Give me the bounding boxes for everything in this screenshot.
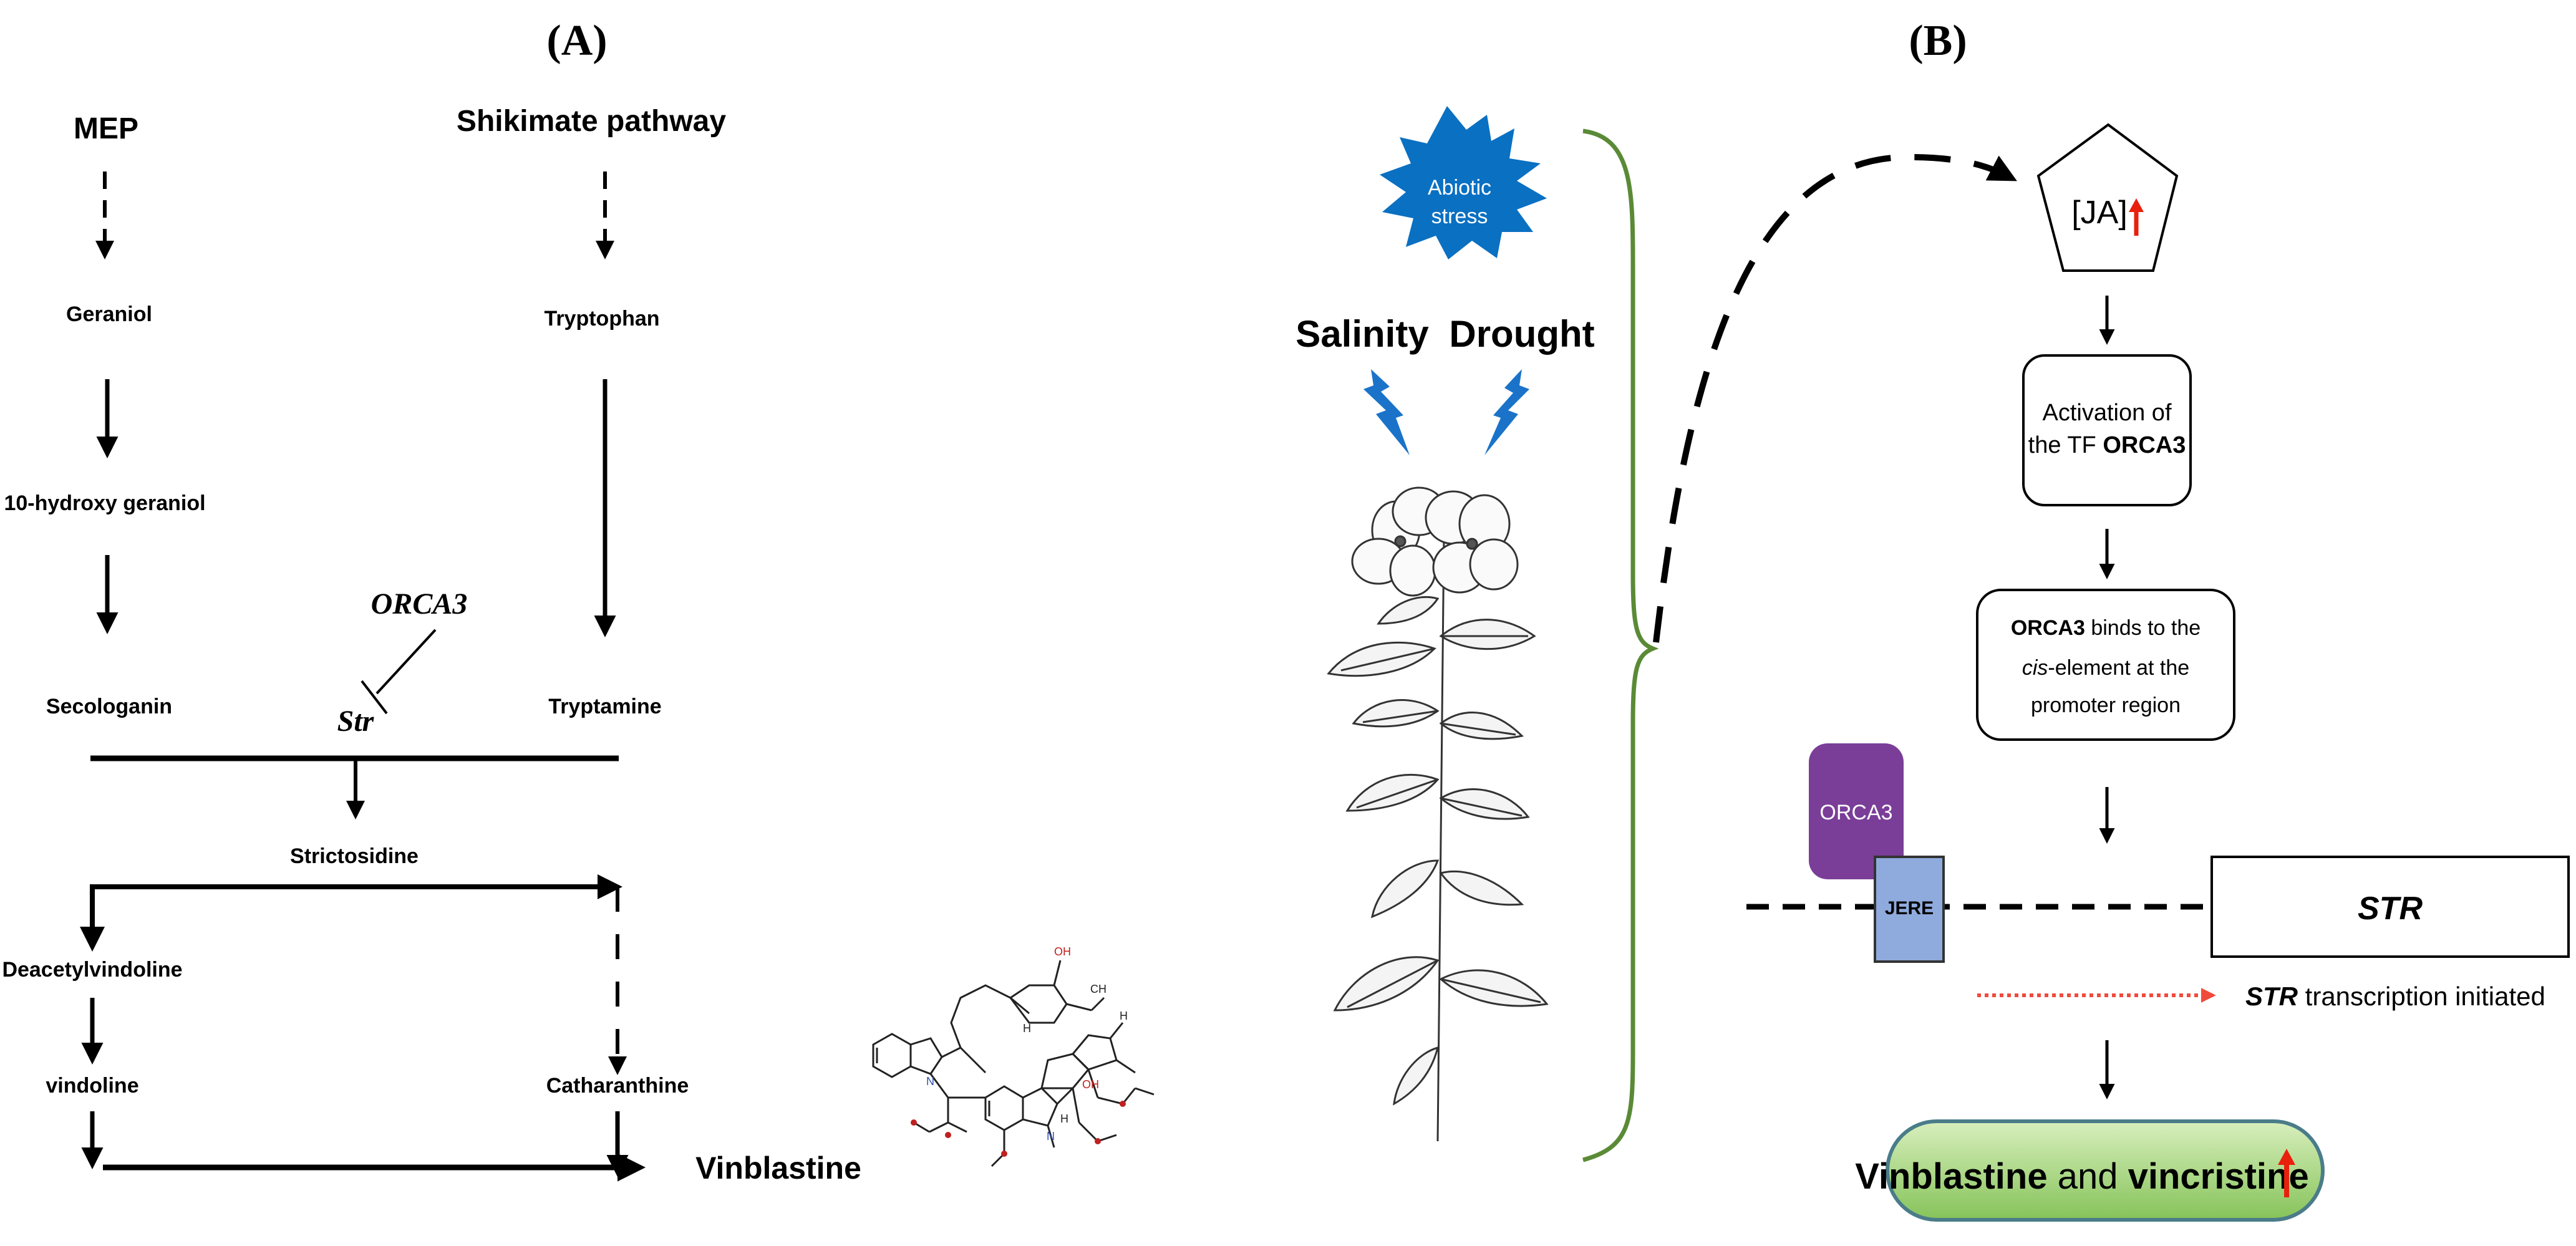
binding-line1: ORCA3 binds to the	[2011, 616, 2201, 640]
atom-ch3-top: CH	[1090, 983, 1106, 995]
vinblastine-structure	[872, 960, 1155, 1167]
panel-b: (B) Abiotic stress Salinity Drought	[1295, 17, 2570, 1222]
tryptamine-label: Tryptamine	[548, 695, 661, 718]
transcription-label: STR transcription initiated	[2245, 982, 2545, 1011]
panel-a-label: (A)	[546, 17, 607, 65]
catharanthine-label: Catharanthine	[546, 1074, 689, 1098]
geraniol-label: Geraniol	[66, 302, 152, 326]
atom-o-3	[1001, 1151, 1007, 1157]
panel-a: (A) MEP Shikimate pathway Geraniol Trypt…	[2, 17, 1155, 1186]
transcription-label-bold: STR	[2245, 982, 2298, 1011]
atom-o-4	[1120, 1101, 1126, 1107]
vinblastine-label: Vinblastine	[695, 1151, 861, 1186]
atom-nh: N	[926, 1075, 934, 1088]
catharanthus-plant-illustration	[1327, 486, 1549, 1142]
panel-b-label: (B)	[1909, 17, 1967, 65]
atom-oh-mid: OH	[1082, 1078, 1099, 1091]
atom-o-1	[911, 1119, 917, 1126]
activation-box	[2022, 354, 2192, 506]
transcription-label-rest: transcription initiated	[2298, 982, 2545, 1011]
orca3-inhibition-bar	[361, 680, 388, 715]
atom-o-2	[945, 1132, 951, 1138]
hydroxy-geraniol-label: 10-hydroxy geraniol	[4, 491, 205, 515]
drought-lightning-icon	[1484, 369, 1529, 455]
final-increase-arrow-icon	[2278, 1149, 2295, 1197]
str-gene-box	[2210, 856, 2570, 958]
final-product-mid: and	[2048, 1156, 2128, 1197]
activation-line2-bold: ORCA3	[2103, 432, 2186, 458]
vinblastine-atom-labels: OH CH N H H OH N H	[911, 945, 1128, 1157]
strictosidine-label: Strictosidine	[290, 844, 419, 868]
binding-box	[1976, 589, 2235, 741]
secologanin-label: Secologanin	[46, 695, 172, 718]
orca3-inhibition-line	[375, 629, 437, 695]
jere-element	[1874, 856, 1945, 963]
tryptophan-label: Tryptophan	[544, 307, 659, 331]
green-brace	[1582, 128, 1659, 1162]
str-gene-label: STR	[2358, 891, 2423, 927]
final-product-bold1: Vinblastine	[1855, 1156, 2047, 1197]
ja-increase-arrow-icon	[2129, 198, 2144, 236]
shikimate-label: Shikimate pathway	[457, 105, 726, 138]
dashed-arrow-stress-to-ja	[1653, 153, 2017, 643]
activation-line2: the TF ORCA3	[2028, 432, 2186, 458]
final-product-pill	[1886, 1119, 2325, 1222]
atom-oh-top: OH	[1054, 945, 1071, 958]
abiotic-stress-star	[1380, 106, 1547, 259]
arrow-strictosidine-branch	[90, 874, 622, 942]
atom-h-top: H	[1023, 1022, 1031, 1035]
str-enzyme-label: Str	[337, 705, 375, 738]
ja-label: [JA]	[2071, 195, 2128, 231]
activation-line2-prefix: the TF	[2028, 432, 2103, 458]
atom-h-bottom: H	[1060, 1113, 1068, 1125]
binding-line1-bold: ORCA3	[2011, 616, 2085, 640]
deacetylvindoline-label: Deacetylvindoline	[2, 958, 182, 982]
final-product-bold2: vincristine	[2128, 1156, 2309, 1197]
final-product-label: Vinblastine and vincristine	[1855, 1156, 2308, 1197]
salinity-lightning-icon	[1363, 369, 1410, 455]
salinity-label: Salinity	[1295, 313, 1429, 355]
binding-line2-italic: cis	[2022, 656, 2048, 680]
binding-line2: cis-element at the	[2022, 656, 2189, 680]
binding-line1-rest: binds to the	[2085, 616, 2201, 640]
orca3-protein	[1809, 743, 1904, 879]
binding-line2-rest: -element at the	[2048, 656, 2189, 680]
binding-line3: promoter region	[2031, 693, 2181, 717]
abiotic-stress-line1: Abiotic	[1428, 176, 1491, 200]
drought-label: Drought	[1449, 313, 1594, 355]
atom-h-right: H	[1120, 1010, 1128, 1022]
jere-label: JERE	[1885, 898, 1934, 919]
abiotic-stress-line2: stress	[1431, 205, 1488, 228]
atom-n-bottom: N	[1047, 1130, 1055, 1142]
vindoline-label: vindoline	[46, 1074, 138, 1098]
mep-label: MEP	[74, 112, 138, 145]
orca3-regulator-label: ORCA3	[371, 587, 468, 621]
activation-line1: Activation of	[2043, 400, 2172, 426]
orca3-protein-label: ORCA3	[1819, 801, 1892, 824]
ja-pentagon	[2036, 123, 2179, 272]
atom-o-5	[1095, 1138, 1101, 1144]
